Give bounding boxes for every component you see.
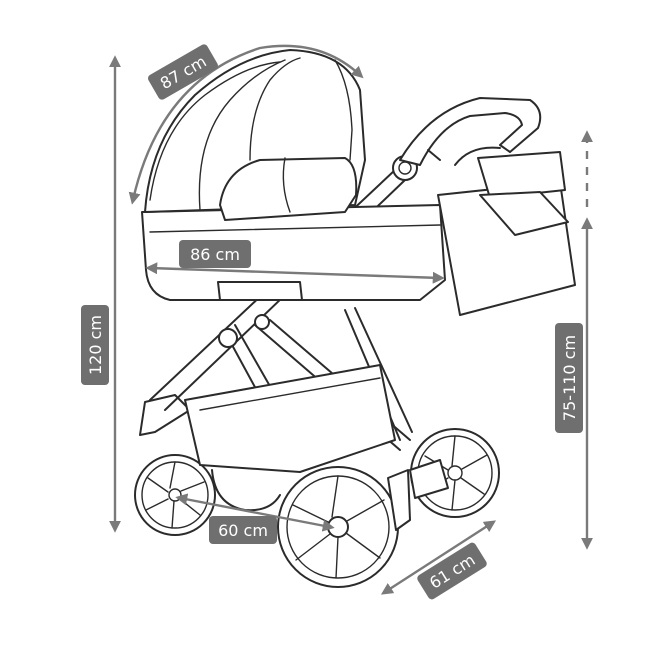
middle-wheel (211, 469, 281, 512)
hood-arc-dimension-line (128, 44, 364, 205)
stroller-illustration (134, 49, 576, 588)
rear-left-wheel (134, 454, 216, 536)
carrycot-length-dimension-line (145, 262, 445, 284)
handle-height-label: 75-110 cm (555, 323, 583, 433)
diaper-bag (437, 146, 576, 316)
wheelbase-dimension-line (380, 520, 497, 595)
shopping-basket (184, 364, 396, 473)
carrycot-length-label: 86 cm (179, 240, 251, 268)
svg-text:60 cm: 60 cm (218, 521, 268, 540)
front-wheel (277, 466, 411, 588)
dimension-labels: 87 cm 86 cm 120 cm 75-110 cm 60 cm 61 cm (81, 44, 583, 600)
dimension-lines (109, 44, 593, 595)
svg-text:75-110 cm: 75-110 cm (560, 335, 579, 421)
handle-bar (399, 97, 542, 166)
handle-hinge (427, 149, 441, 161)
svg-text:120 cm: 120 cm (86, 315, 105, 375)
wheel-track-label: 60 cm (209, 516, 277, 544)
wheel-track-dimension-line (175, 493, 335, 532)
total-height-label: 120 cm (81, 305, 109, 385)
svg-text:86 cm: 86 cm (190, 245, 240, 264)
rear-axle (409, 459, 449, 499)
